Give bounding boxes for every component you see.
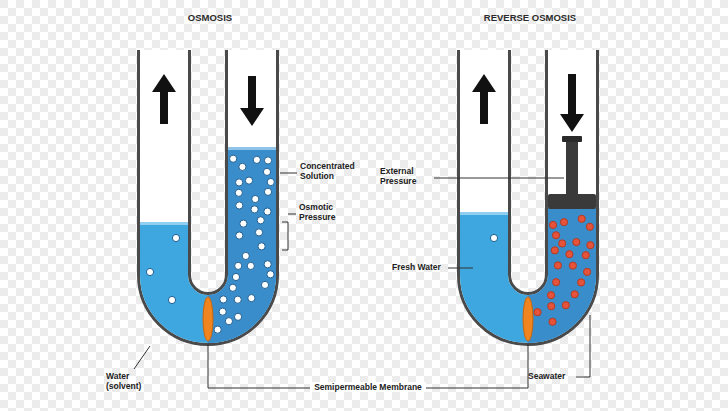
part-label: Seawater [528,371,576,381]
particle [562,302,569,309]
heading: REVERSE OSMOSIS [460,12,600,23]
reverse-osmosis-tube [460,50,596,341]
leader-lines [134,173,590,388]
particle [172,234,179,241]
particle [553,279,560,286]
particle [554,262,561,269]
osmosis-tube [140,50,276,341]
particle [239,163,246,170]
particle [560,219,567,226]
particle [242,252,249,259]
particle [552,232,559,239]
particle [547,292,554,299]
particle [264,261,271,268]
particle [263,168,270,175]
particle [264,188,271,195]
particle [240,220,247,227]
particle [220,296,227,303]
particle [569,262,576,269]
particle [234,296,241,303]
particle [551,247,558,254]
particle [586,223,593,230]
particle [258,243,265,250]
particle [584,268,591,275]
particle [248,295,255,302]
particle [236,179,243,186]
particle [490,234,497,241]
particle [264,157,271,164]
particle [236,232,243,239]
particle [587,242,594,249]
particle [235,262,242,269]
particle [253,156,260,163]
particle [578,279,585,286]
particle [255,229,262,236]
particle [549,221,556,228]
particle [251,206,258,213]
particle [261,281,268,288]
particle [534,309,541,316]
particle [247,262,254,269]
particle [252,195,259,202]
particle [214,326,221,333]
membrane [203,297,213,341]
particle [566,251,573,258]
particle [578,215,585,222]
particle [245,177,252,184]
particle [229,284,236,291]
piston-plate [548,194,596,209]
piston-rod [566,140,578,195]
water-fill [164,150,252,319]
part-label: Fresh Water [392,262,448,272]
particle [234,313,241,320]
heading: OSMOSIS [170,12,250,23]
particle [225,318,232,325]
particle [232,273,239,280]
particle [582,252,589,259]
particle [236,202,243,209]
particle [235,189,242,196]
flow-arrows [152,74,584,132]
particle [559,240,566,247]
particle [146,268,153,275]
part-label: Concentrated Solution [300,161,366,181]
particle [549,318,556,325]
part-label: Semipermeable Membrane [310,382,426,392]
seawater-fill [528,208,572,319]
concentrated-fill [208,150,252,319]
particle [264,208,271,215]
particle [573,238,580,245]
particle [230,155,237,162]
particle [548,303,555,310]
part-label: Water (solvent) [106,371,152,391]
part-label: External Pressure [380,166,432,186]
particle [267,178,274,185]
membrane [523,297,533,341]
particle [267,271,274,278]
particle [571,291,578,298]
particle [219,308,226,315]
particle [168,296,175,303]
particle [257,217,264,224]
part-label: Osmotic Pressure [299,202,355,222]
